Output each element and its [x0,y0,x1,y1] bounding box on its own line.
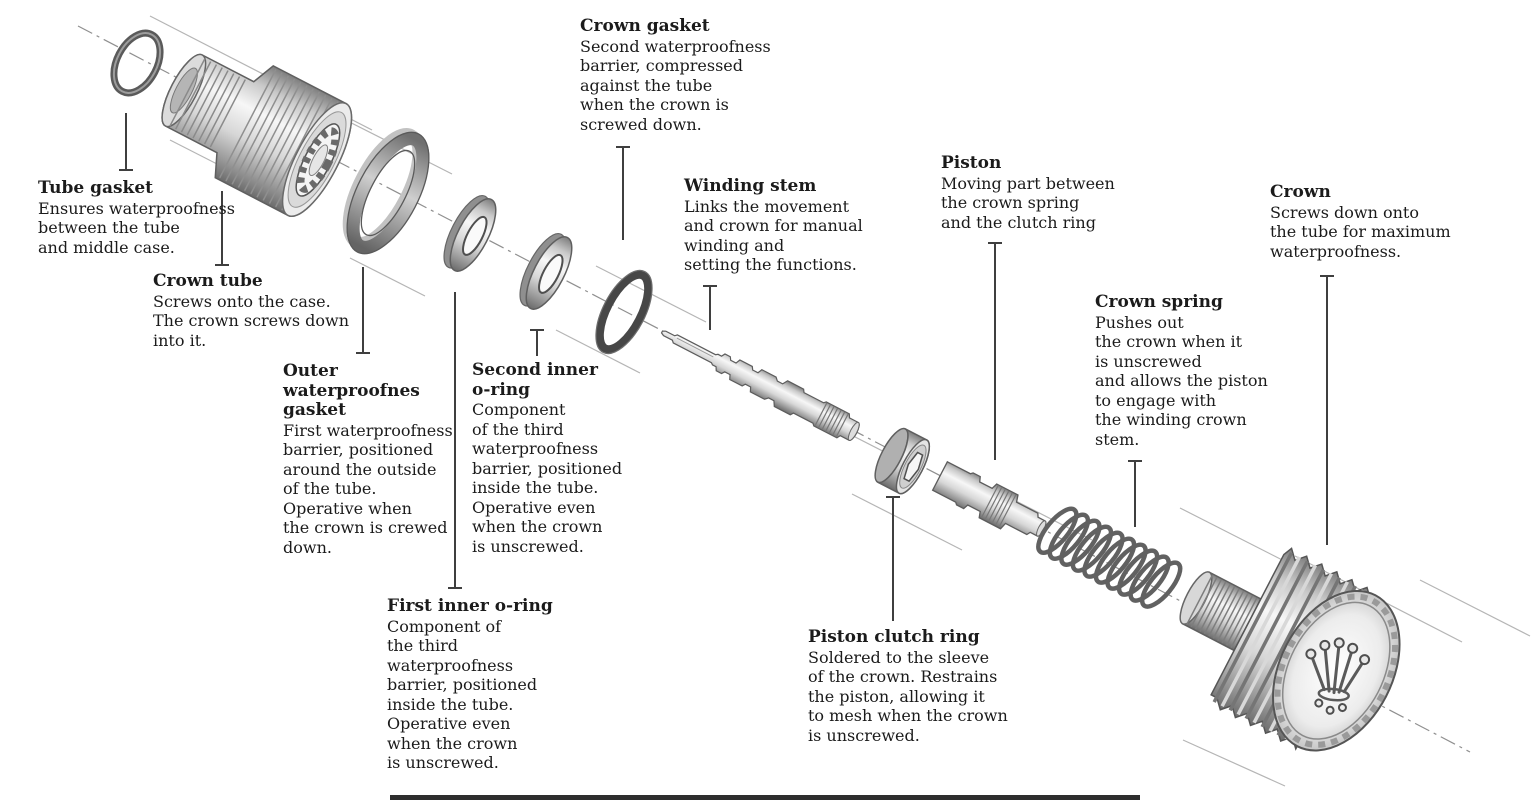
construction-line [851,493,963,551]
label-crown: Crown Screws down onto the tube for maxi… [1270,182,1451,261]
winding-stem-drawing [660,330,860,441]
label-title-crown-gasket: Crown gasket [580,16,710,36]
construction-line [555,329,641,374]
crown-gasket-drawing [595,269,653,355]
label-crown-gasket: Crown gasket Second waterproofness barri… [580,16,771,134]
label-title-outer-waterproofness-gasket: Outer waterproofnes gasket [283,361,420,420]
label-outer-waterproofness-gasket: Outer waterproofnes gasket First waterpr… [283,361,453,557]
label-piston: Piston Moving part between the crown spr… [941,153,1115,232]
construction-line [1182,739,1286,787]
piston-drawing [931,460,1047,537]
label-title-first-inner-o-ring: First inner o-ring [387,596,553,616]
label-title-crown-tube: Crown tube [153,271,263,291]
construction-line [1419,579,1531,637]
label-first-inner-o-ring: First inner o-ring Component of the thir… [387,596,553,773]
label-piston-clutch-ring: Piston clutch ring Soldered to the sleev… [808,627,1008,745]
label-body-piston: Moving part between the crown spring and… [941,173,1115,232]
second-inner-o-ring-drawing [519,233,573,310]
label-body-outer-waterproofness-gasket: First waterproofness barrier, positioned… [283,420,453,557]
crown-tube-drawing [161,53,353,218]
label-title-tube-gasket: Tube gasket [38,178,153,198]
label-title-crown: Crown [1270,182,1331,202]
label-body-crown: Screws down onto the tube for maximum wa… [1270,202,1451,261]
outer-waterproofness-gasket-drawing [342,128,430,255]
crown-spring-drawing [1036,506,1183,609]
label-body-winding-stem: Links the movement and crown for manual … [684,196,863,275]
label-body-tube-gasket: Ensures waterproofness between the tube … [38,198,235,257]
label-tube-gasket: Tube gasket Ensures waterproofness betwe… [38,178,235,257]
label-body-first-inner-o-ring: Component of the third waterproofness ba… [387,616,538,773]
label-body-second-inner-o-ring: Component of the third waterproofness ba… [472,400,623,556]
label-crown-tube: Crown tube Screws onto the case. The cro… [153,271,350,350]
label-second-inner-o-ring: Second inner o-ring Component of the thi… [472,360,623,556]
label-title-crown-spring: Crown spring [1095,292,1223,312]
bottom-progress-bar [390,795,1140,800]
label-title-winding-stem: Winding stem [684,176,817,196]
crown-drawing [1179,547,1401,752]
label-title-piston-clutch-ring: Piston clutch ring [808,627,980,647]
label-body-piston-clutch-ring: Soldered to the sleeve of the crown. Res… [808,647,1008,745]
construction-line [349,257,426,297]
label-title-piston: Piston [941,153,1002,173]
label-body-crown-gasket: Second waterproofness barrier, compresse… [580,36,771,134]
label-title-second-inner-o-ring: Second inner o-ring [472,360,598,400]
label-body-crown-tube: Screws onto the case. The crown screws d… [153,291,350,350]
label-winding-stem: Winding stem Links the movement and crow… [684,176,863,275]
label-body-crown-spring: Pushes out the crown when it is unscrewe… [1095,312,1268,449]
label-crown-spring: Crown spring Pushes out the crown when i… [1095,292,1268,449]
coronet-logo [1305,637,1371,715]
first-inner-o-ring-drawing [443,195,497,272]
tube-gasket-drawing [110,29,164,97]
piston-clutch-ring-drawing [874,427,931,495]
